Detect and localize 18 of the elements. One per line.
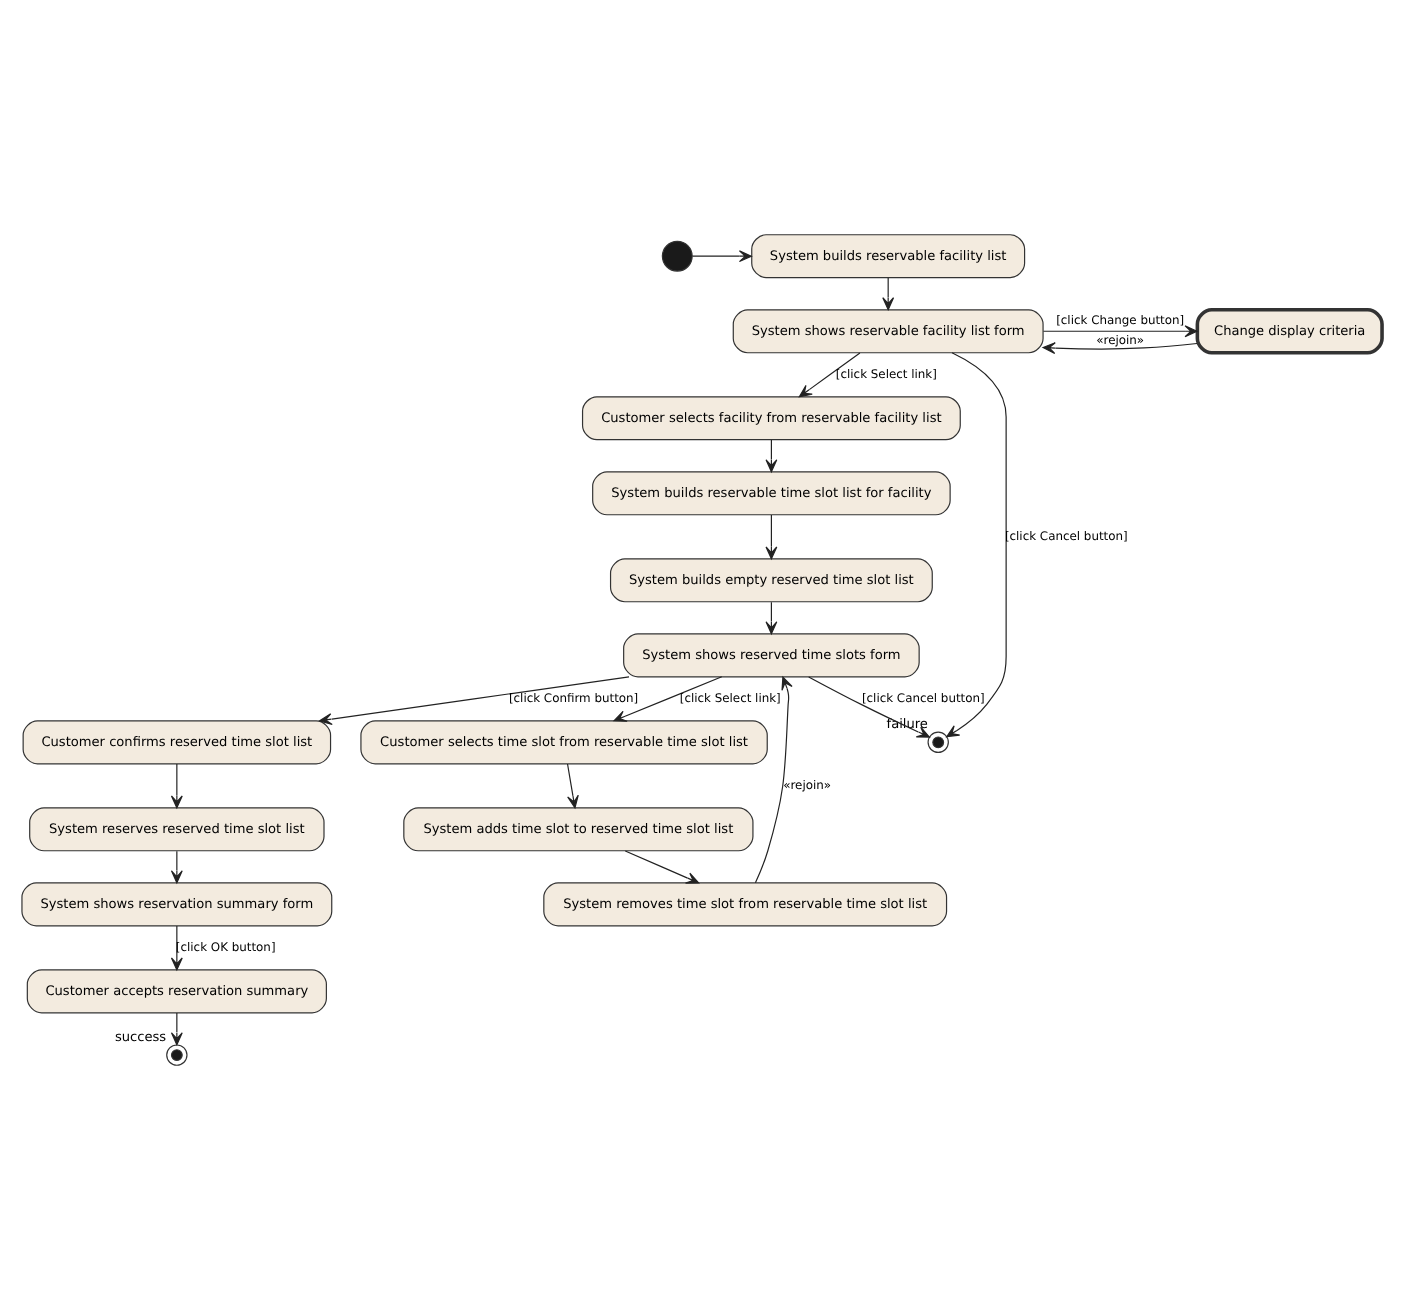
arrow [1042, 324, 1198, 337]
arrow [946, 351, 1007, 737]
arrow [566, 762, 579, 808]
arrow [765, 438, 778, 472]
arrow [170, 1011, 183, 1045]
arrow [765, 600, 778, 634]
arrow [1042, 341, 1198, 353]
arrow [882, 276, 895, 310]
arrow [808, 675, 930, 737]
arrow [691, 249, 752, 262]
arrow [170, 849, 183, 883]
arrow [798, 351, 861, 397]
arrow [319, 675, 630, 725]
arrow [613, 675, 723, 721]
arrow [765, 513, 778, 559]
arrow [754, 675, 793, 883]
arrow [170, 762, 183, 808]
node-circle [661, 239, 693, 271]
